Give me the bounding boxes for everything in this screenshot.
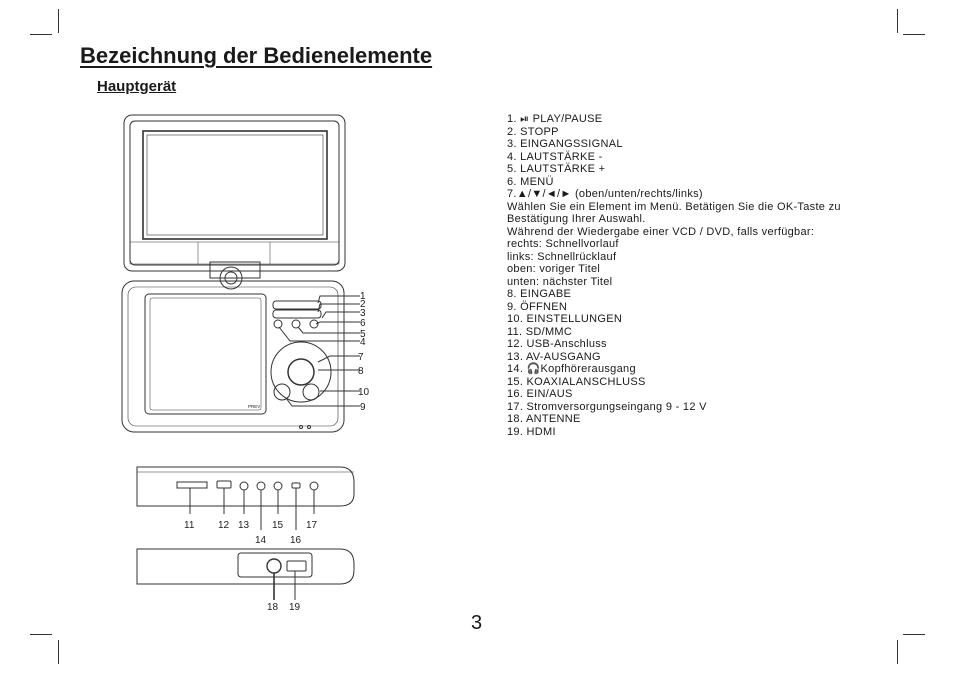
callout-18: 18 xyxy=(267,602,279,613)
back-view-body xyxy=(136,548,355,585)
hdmi-port xyxy=(286,560,307,572)
volume-minus-button xyxy=(309,319,319,329)
crop-mark xyxy=(58,9,59,33)
menu-button xyxy=(273,319,283,329)
legend-line: 4. LAUTSTÄRKE - xyxy=(507,150,603,163)
callout-11: 11 xyxy=(184,520,195,531)
legend-line: rechts: Schnellvorlauf xyxy=(507,238,619,250)
callout-6: 6 xyxy=(360,318,366,329)
coaxial-port xyxy=(273,481,283,491)
crop-mark xyxy=(30,634,52,635)
volume-plus-button xyxy=(291,319,301,329)
legend-line: 10. EINSTELLUNGEN xyxy=(507,313,623,325)
legend-line: 17. Stromversorgungseingang 9 - 12 V xyxy=(507,400,707,413)
callout-7: 7 xyxy=(358,352,364,363)
av-out-port xyxy=(239,481,249,491)
legend-line: 7.▲/▼/◄/► (oben/unten/rechts/links) xyxy=(507,188,703,200)
open-button xyxy=(273,383,291,401)
legend-line: 16. EIN/AUS xyxy=(507,388,573,400)
power-switch xyxy=(291,482,301,489)
legend-line: 2. STOPP xyxy=(507,125,559,138)
legend-line: 3. EINGANGSSIGNAL xyxy=(507,138,623,150)
screen-lid-outline xyxy=(123,114,346,272)
legend-line: 13. AV-AUSGANG xyxy=(507,350,601,363)
speaker-grille xyxy=(129,241,340,265)
headphone-port xyxy=(256,481,266,491)
legend-line: oben: voriger Titel xyxy=(507,263,601,275)
callout-2: 2 xyxy=(360,299,366,310)
page-number: 3 xyxy=(471,612,483,634)
legend-line: 11. SD/MMC xyxy=(507,325,573,338)
crop-mark xyxy=(903,34,925,35)
crop-mark xyxy=(30,34,52,35)
legend-line: 18. ANTENNE xyxy=(507,413,581,425)
lcd-screen xyxy=(142,130,328,240)
callout-8: 8 xyxy=(358,366,364,377)
callout-10: 10 xyxy=(358,387,370,398)
legend-line: 6. MENÜ xyxy=(507,175,554,188)
section-subtitle: Hauptgerät xyxy=(97,78,177,95)
antenna-port xyxy=(266,558,282,574)
callout-1: 1 xyxy=(360,291,366,302)
callout-12: 12 xyxy=(218,520,230,531)
usb-port xyxy=(216,480,232,489)
back-port-recess xyxy=(237,552,313,578)
legend-line: 19. HDMI xyxy=(507,425,556,438)
page-title: Bezeichnung der Bedienelemente xyxy=(80,43,433,68)
hinge-knob xyxy=(219,266,243,290)
disc-lid xyxy=(144,293,267,415)
legend-line: 12. USB-Anschluss xyxy=(507,338,607,350)
sd-slot xyxy=(176,481,208,489)
control-legend: 1. ⏯ PLAY/PAUSE 2. STOPP 3. EINGANGSSIGN… xyxy=(507,113,887,438)
legend-line: 15. KOAXIALANSCHLUSS xyxy=(507,375,646,388)
enter-button xyxy=(287,358,315,386)
callout-13: 13 xyxy=(238,520,250,531)
setup-button xyxy=(302,383,320,401)
callout-17: 17 xyxy=(306,520,318,531)
callout-14: 14 xyxy=(255,535,267,546)
legend-line: links: Schnellrücklauf xyxy=(507,250,617,263)
legend-line: 1. ⏯ PLAY/PAUSE xyxy=(507,113,603,125)
legend-line: Während der Wiedergabe einer VCD / DVD, … xyxy=(507,225,815,238)
callout-19: 19 xyxy=(289,602,301,613)
crop-mark xyxy=(58,640,59,664)
callout-5: 5 xyxy=(360,329,366,340)
crop-mark xyxy=(903,634,925,635)
dc-in-port xyxy=(309,481,319,491)
callout-15: 15 xyxy=(272,520,284,531)
callout-4: 4 xyxy=(360,337,366,348)
legend-line: 5. LAUTSTÄRKE + xyxy=(507,163,606,175)
stop-button xyxy=(272,309,322,319)
navigation-pad xyxy=(270,341,332,403)
screen-bezel xyxy=(129,120,340,266)
lcd-inner xyxy=(146,134,324,236)
legend-line: 9. ÖFFNEN xyxy=(507,300,568,313)
device-base xyxy=(121,280,345,433)
side-view-body xyxy=(136,466,355,507)
legend-line: unten: nächster Titel xyxy=(507,275,613,288)
crop-mark xyxy=(897,640,898,664)
device-diagram: 1 2 3 6 5 4 7 8 10 9 11 12 13 14 15 16 1… xyxy=(121,114,370,613)
callout-3: 3 xyxy=(360,308,366,319)
device-prev-label: PREV xyxy=(248,404,260,409)
play-pause-button xyxy=(272,300,322,310)
callout-9: 9 xyxy=(360,402,366,413)
crop-mark xyxy=(897,9,898,33)
hinge xyxy=(209,261,261,279)
legend-line: Wählen Sie ein Element im Menü. Betätige… xyxy=(507,200,841,213)
legend-line: Bestätigung Ihrer Auswahl. xyxy=(507,213,646,225)
callout-16: 16 xyxy=(290,535,302,546)
legend-line: 14. 🎧Kopfhörerausgang xyxy=(507,363,636,375)
legend-line: 8. EINGABE xyxy=(507,288,572,300)
